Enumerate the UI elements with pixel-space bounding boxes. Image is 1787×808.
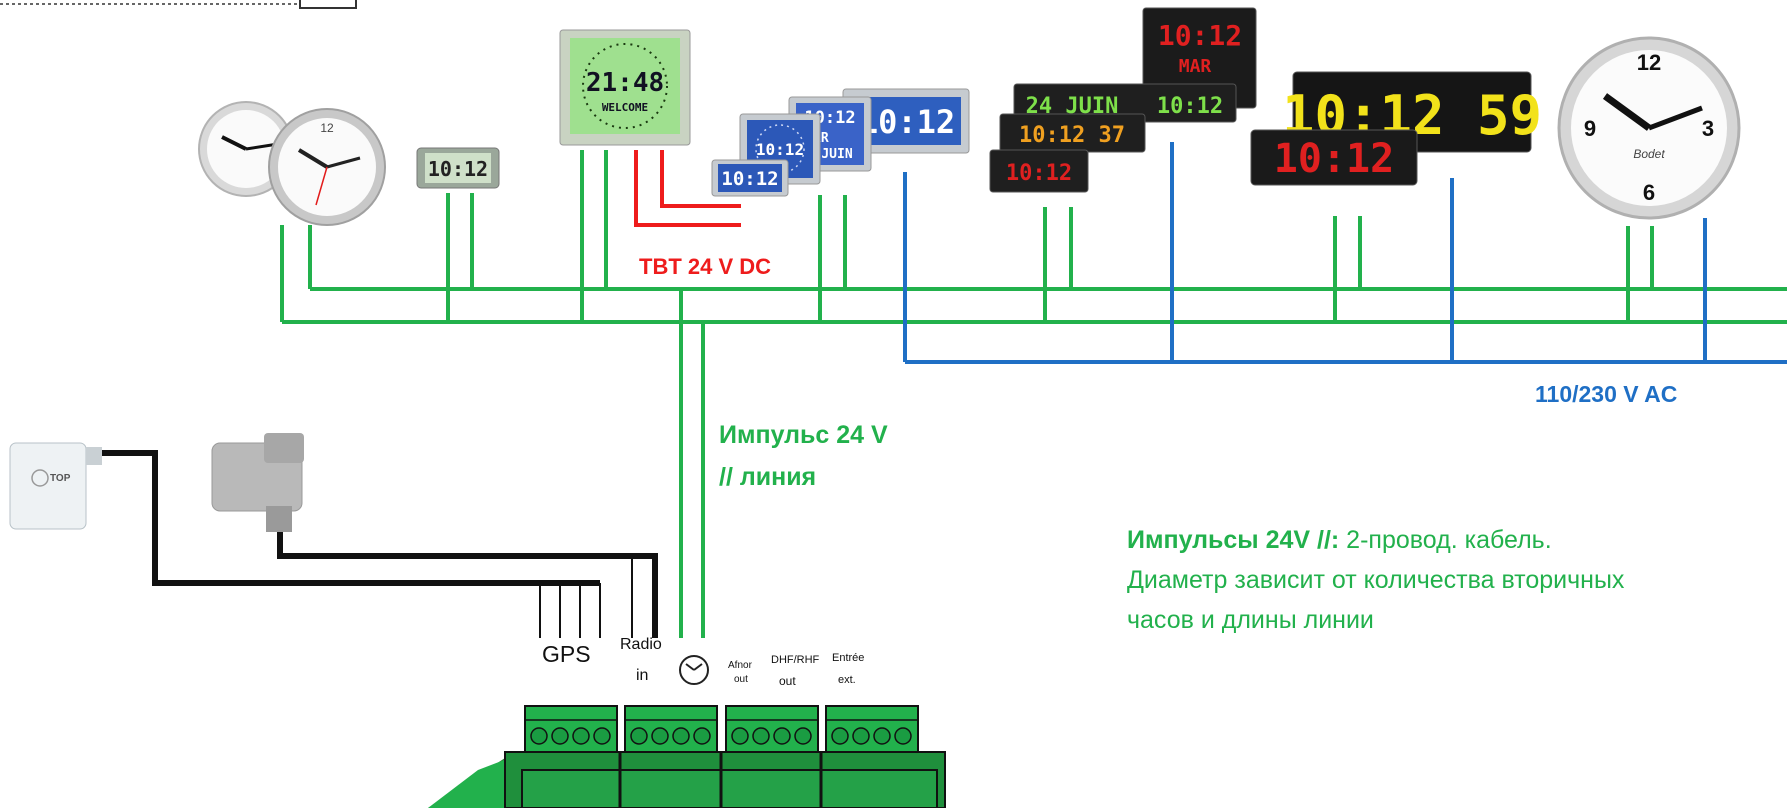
- connector-entree: [825, 705, 919, 753]
- red-tbt-lines: [634, 150, 741, 227]
- lcd-clock-welcome: 21:48 WELCOME: [559, 29, 691, 146]
- impulse-note: Импульсы 24V //: 2-провод. кабель. Диаме…: [1127, 520, 1767, 640]
- black-cables: [98, 450, 658, 638]
- blue-clock-strip: 10:12: [711, 159, 789, 197]
- afnor-terminal-label-line1: Afnor: [728, 660, 752, 671]
- svg-text:10:12: 10:12: [1157, 94, 1223, 119]
- green-bus: [280, 150, 1787, 638]
- svg-text:12: 12: [1637, 50, 1661, 75]
- svg-text:6: 6: [1643, 180, 1655, 205]
- ac-label: 110/230 V AC: [1535, 381, 1678, 407]
- radio-terminal-label-line2: in: [636, 667, 649, 684]
- svg-text:MAR: MAR: [1179, 56, 1212, 77]
- svg-text:12: 12: [320, 121, 334, 135]
- impulse-note-rest: 2-провод. кабель.: [1339, 526, 1552, 554]
- impulse-note-line2: Диаметр зависит от количества вторичных: [1127, 566, 1625, 594]
- svg-text:9: 9: [1584, 116, 1596, 141]
- led-clock-green-strip: 24 JUIN 10:12: [1013, 83, 1237, 123]
- entree-terminal-label-line2: ext.: [838, 674, 856, 686]
- blue-ac-line: [903, 142, 1787, 364]
- analog-clock-medium-icon: 12: [268, 108, 386, 226]
- svg-text:10:12: 10:12: [721, 168, 778, 190]
- svg-text:10:12: 10:12: [859, 103, 955, 141]
- dhf-terminal-label-line2: out: [779, 674, 796, 688]
- svg-text:10:12: 10:12: [756, 140, 804, 159]
- entree-terminal-label-line1: Entrée: [832, 652, 865, 664]
- svg-text:21:48: 21:48: [586, 68, 664, 98]
- gps-wires: [539, 556, 633, 638]
- svg-text:JUIN: JUIN: [821, 147, 852, 162]
- led-clock-red-small: 10:12: [989, 149, 1089, 193]
- svg-text:10:12: 10:12: [1158, 19, 1242, 52]
- impulse-label-line2: // линия: [719, 463, 817, 491]
- svg-text:3: 3: [1702, 116, 1714, 141]
- svg-text:10:12: 10:12: [1274, 136, 1394, 182]
- svg-text:10:12: 10:12: [428, 157, 488, 181]
- analog-clock-large-icon: 12 3 6 9 Bodet: [1557, 36, 1741, 220]
- dhf-terminal-label-line1: DHF/RHF: [771, 654, 820, 666]
- svg-text:TOP: TOP: [50, 473, 71, 484]
- dashed-frame: [0, 0, 357, 9]
- led-clock-orange-strip: 10:12 37: [999, 113, 1146, 153]
- led-clock-red-big: 10:12: [1250, 129, 1418, 186]
- led-clock-red-top: 10:12 MAR: [1142, 7, 1257, 109]
- tbt-label: TBT 24 V DC: [639, 254, 772, 279]
- impulse-note-line1: Импульсы 24V //: 2-провод. кабель.: [1127, 520, 1767, 560]
- svg-text:10:12: 10:12: [1006, 161, 1072, 186]
- impulse-note-line3: часов и длины линии: [1127, 606, 1374, 634]
- afnor-terminal-label-line2: out: [734, 674, 748, 685]
- impulse-note-bold: Импульсы 24V //:: [1127, 526, 1340, 554]
- svg-text:10:12 37: 10:12 37: [1019, 123, 1125, 148]
- connector-afnor-dhf: [725, 705, 819, 753]
- terminal-block: [428, 655, 946, 808]
- connector-gps: [524, 705, 618, 753]
- connector-radio-clock: [624, 705, 718, 753]
- svg-text:WELCOME: WELCOME: [602, 101, 648, 114]
- clock-output-icon: [679, 655, 709, 685]
- radio-antenna: [211, 433, 304, 532]
- impulse-label-line1: Импульс 24 V: [719, 421, 888, 449]
- lcd-clock-small: 10:12: [416, 147, 500, 189]
- svg-text:Bodet: Bodet: [1633, 147, 1665, 161]
- radio-terminal-label-line1: Radio: [620, 636, 662, 653]
- gps-terminal-label: GPS: [542, 641, 591, 667]
- gps-antenna: TOP: [9, 442, 102, 530]
